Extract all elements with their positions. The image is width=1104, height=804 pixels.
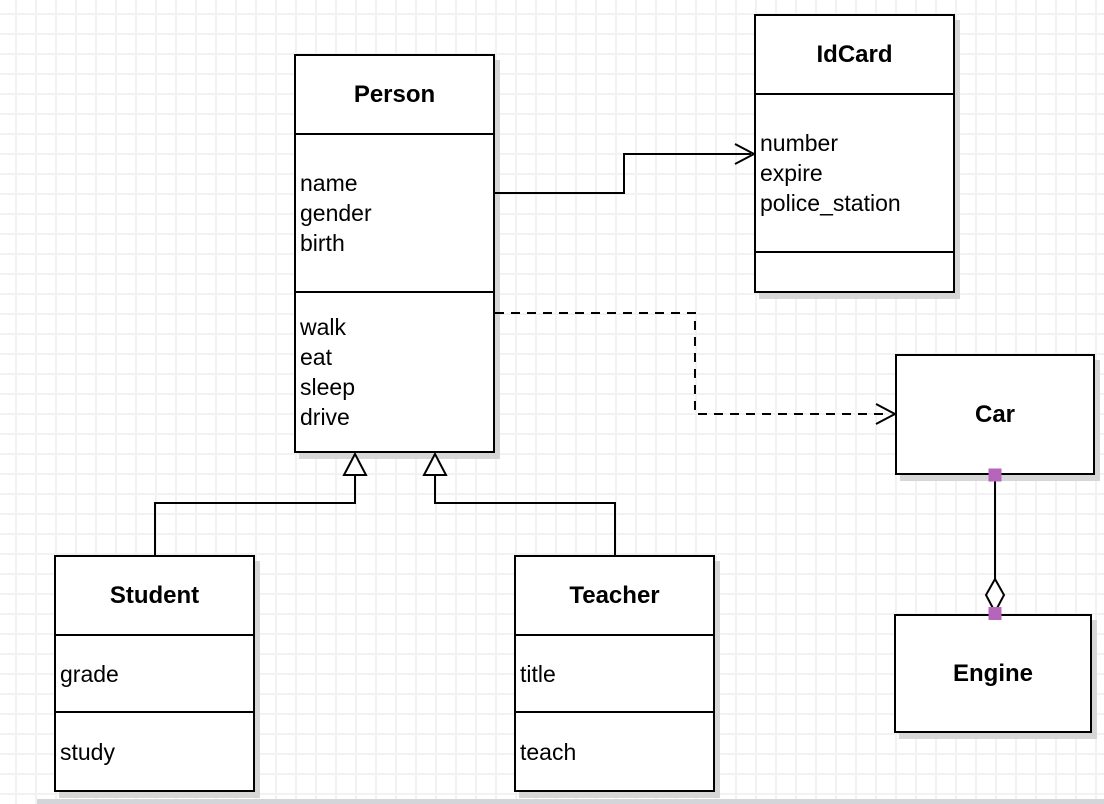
method: sleep bbox=[300, 374, 355, 400]
class-box-car[interactable]: Car bbox=[895, 354, 1095, 475]
class-title: Car bbox=[974, 400, 1016, 428]
attributes-section: title bbox=[516, 636, 713, 713]
attribute: gender bbox=[300, 200, 372, 226]
edge-person-car[interactable] bbox=[495, 312, 890, 415]
class-title: Engine bbox=[952, 659, 1033, 687]
attribute: name bbox=[300, 170, 358, 196]
method: study bbox=[60, 738, 115, 765]
methods-section: teach bbox=[516, 713, 713, 790]
attribute: title bbox=[520, 660, 556, 687]
method: teach bbox=[520, 738, 577, 765]
hollow-diamond-icon[interactable] bbox=[984, 576, 1006, 615]
methods-section: study bbox=[56, 713, 253, 790]
class-box-student[interactable]: Student grade study bbox=[54, 555, 255, 792]
method: drive bbox=[300, 404, 350, 430]
open-arrowhead-car-icon[interactable] bbox=[875, 403, 898, 425]
method: walk bbox=[300, 314, 347, 340]
class-title: Student bbox=[56, 557, 253, 636]
class-title: Person bbox=[296, 56, 493, 135]
attribute: birth bbox=[300, 230, 345, 256]
attributes-section: name gender birth bbox=[296, 135, 493, 293]
methods-section-empty bbox=[756, 253, 953, 291]
canvas-bottom-edge bbox=[37, 799, 1104, 804]
attribute: police_station bbox=[760, 190, 901, 216]
attribute: number bbox=[760, 130, 838, 156]
edge-person-idcard[interactable] bbox=[495, 153, 751, 194]
class-title: Teacher bbox=[516, 557, 713, 636]
attribute: grade bbox=[60, 660, 119, 687]
attributes-section: number expire police_station bbox=[756, 95, 953, 253]
edge-teacher-person[interactable] bbox=[434, 476, 616, 555]
hollow-triangle-student-icon[interactable] bbox=[342, 451, 368, 476]
hollow-triangle-teacher-icon[interactable] bbox=[422, 451, 448, 476]
class-box-person[interactable]: Person name gender birth walk eat sleep … bbox=[294, 54, 495, 453]
attribute: expire bbox=[760, 160, 823, 186]
methods-section: walk eat sleep drive bbox=[296, 293, 493, 451]
attributes-section: grade bbox=[56, 636, 253, 713]
class-title: IdCard bbox=[756, 16, 953, 95]
edge-student-person[interactable] bbox=[154, 476, 356, 555]
class-box-idcard[interactable]: IdCard number expire police_station bbox=[754, 14, 955, 293]
open-arrowhead-idcard-icon[interactable] bbox=[734, 143, 757, 165]
method: eat bbox=[300, 344, 332, 370]
class-box-engine[interactable]: Engine bbox=[894, 614, 1092, 733]
class-box-teacher[interactable]: Teacher title teach bbox=[514, 555, 715, 792]
